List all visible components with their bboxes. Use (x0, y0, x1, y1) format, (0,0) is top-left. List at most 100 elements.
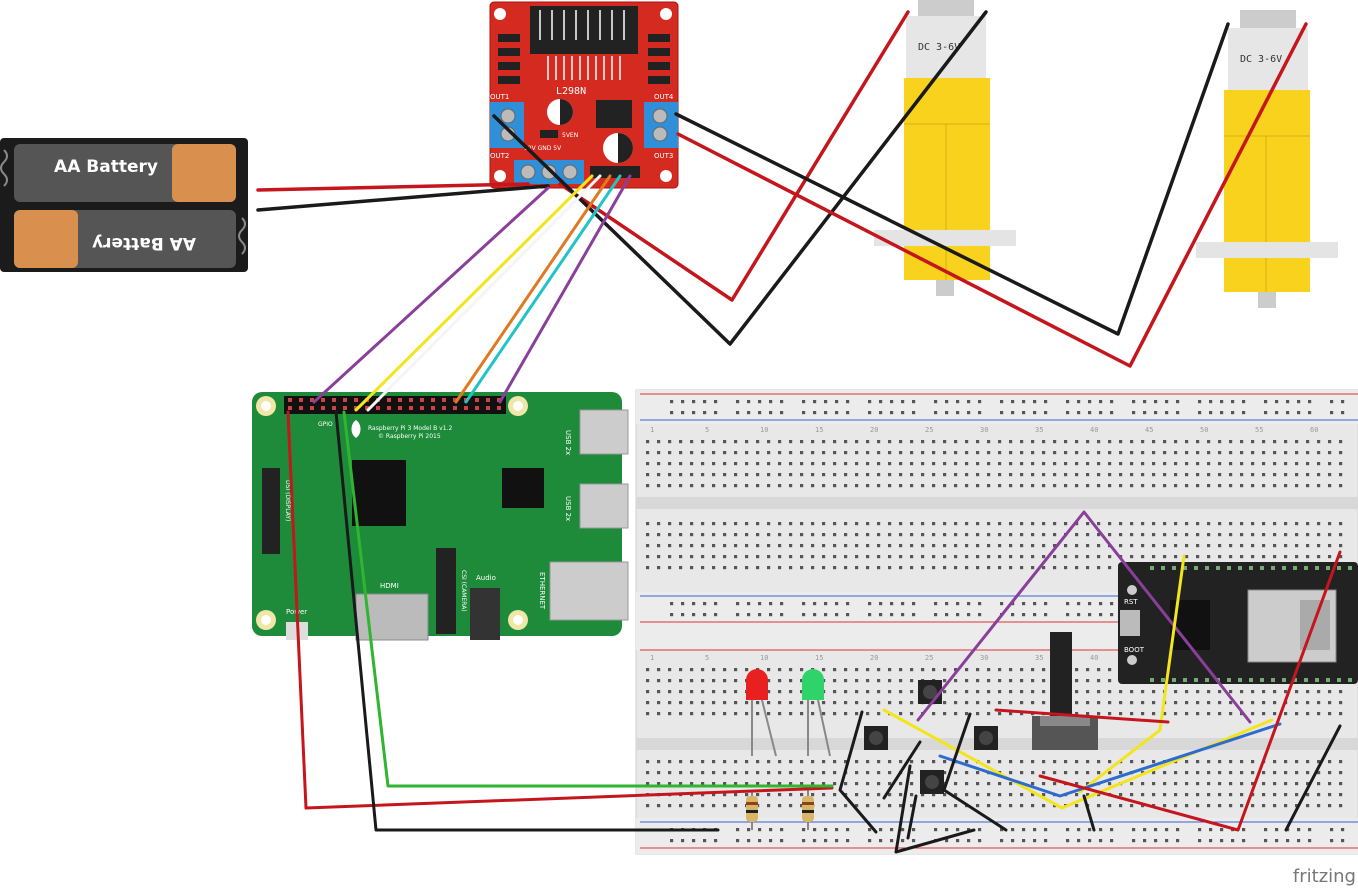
breadboard-hole (778, 473, 782, 477)
breadboard-hole (910, 771, 914, 775)
breadboard-hole (703, 411, 707, 415)
breadboard-hole (998, 462, 1002, 466)
breadboard-hole (745, 451, 749, 455)
breadboard-hole (1110, 839, 1114, 843)
breadboard-hole (811, 555, 815, 559)
breadboard-hole (723, 712, 727, 716)
breadboard-hole (956, 828, 960, 832)
resistor-1 (746, 790, 758, 830)
breadboard-hole (1009, 522, 1013, 526)
breadboard-hole (1011, 400, 1015, 404)
breadboard-hole (756, 760, 760, 764)
breadboard-hole (833, 771, 837, 775)
breadboard-hole (690, 440, 694, 444)
breadboard-hole (690, 668, 694, 672)
breadboard-hole (1306, 771, 1310, 775)
breadboard-hole (1119, 522, 1123, 526)
rst-button (1127, 585, 1137, 595)
breadboard-hole (1339, 555, 1343, 559)
breadboard-hole (657, 668, 661, 672)
breadboard-hole (1097, 451, 1101, 455)
breadboard-hole (1110, 411, 1114, 415)
breadboard-hole (844, 668, 848, 672)
breadboard-hole (723, 566, 727, 570)
boot-button (1127, 655, 1137, 665)
breadboard-hole (1075, 440, 1079, 444)
breadboard-hole (1295, 451, 1299, 455)
breadboard-hole (1033, 839, 1037, 843)
breadboard-hole (712, 544, 716, 548)
breadboard-hole (1020, 701, 1024, 705)
breadboard-hole (822, 462, 826, 466)
breadboard-hole (877, 782, 881, 786)
breadboard-hole (954, 484, 958, 488)
breadboard-hole (1053, 771, 1057, 775)
breadboard-hole (1328, 440, 1332, 444)
breadboard-hole (1218, 473, 1222, 477)
breadboard-hole (758, 400, 762, 404)
breadboard-hole (965, 566, 969, 570)
breadboard-hole (956, 839, 960, 843)
breadboard-hole (866, 771, 870, 775)
breadboard-hole (822, 555, 826, 559)
breadboard-hole (1251, 793, 1255, 797)
breadboard-hole (1009, 555, 1013, 559)
breadboard-hole (868, 613, 872, 617)
breadboard-hole (833, 451, 837, 455)
breadboard-hole (1119, 804, 1123, 808)
breadboard-hole (1022, 411, 1026, 415)
esp32-pin (1150, 566, 1154, 570)
breadboard-hole (855, 690, 859, 694)
breadboard-hole (1284, 473, 1288, 477)
breadboard-hole (1262, 804, 1266, 808)
breadboard-hole (890, 839, 894, 843)
breadboard-hole (756, 701, 760, 705)
breadboard-hole (712, 462, 716, 466)
breadboard-hole (1042, 760, 1046, 764)
breadboard-hole (866, 533, 870, 537)
breadboard-hole (954, 679, 958, 683)
breadboard-hole (932, 440, 936, 444)
breadboard-hole (1042, 555, 1046, 559)
breadboard-hole (1262, 771, 1266, 775)
breadboard-hole (1308, 828, 1312, 832)
breadboard-hole (767, 533, 771, 537)
breadboard-hole (679, 782, 683, 786)
breadboard-hole (910, 760, 914, 764)
breadboard-hole (679, 451, 683, 455)
breadboard-hole (1011, 613, 1015, 617)
breadboard-hole (1207, 690, 1211, 694)
breadboard-hole (888, 462, 892, 466)
breadboard-hole (965, 462, 969, 466)
breadboard-hole (943, 690, 947, 694)
breadboard-hole (943, 533, 947, 537)
breadboard-hole (1273, 793, 1277, 797)
breadboard-column-number: 10 (760, 426, 768, 434)
breadboard-hole (734, 679, 738, 683)
wire-bb-black-2 (882, 740, 922, 800)
breadboard-hole (1240, 804, 1244, 808)
breadboard-hole (945, 400, 949, 404)
breadboard-hole (1341, 411, 1345, 415)
gpio-pin (453, 406, 457, 410)
breadboard-hole (868, 602, 872, 606)
breadboard-hole (1108, 782, 1112, 786)
breadboard-hole (1339, 690, 1343, 694)
breadboard-hole (1262, 484, 1266, 488)
breadboard-hole (1251, 771, 1255, 775)
breadboard-hole (1154, 839, 1158, 843)
breadboard-hole (846, 411, 850, 415)
breadboard-hole (877, 760, 881, 764)
breadboard-hole (956, 602, 960, 606)
gpio-pin (365, 406, 369, 410)
breadboard-hole (890, 400, 894, 404)
breadboard-hole (1176, 839, 1180, 843)
breadboard-hole (932, 804, 936, 808)
breadboard-hole (1330, 400, 1334, 404)
breadboard-hole (1185, 462, 1189, 466)
breadboard-hole (934, 400, 938, 404)
breadboard-hole (1141, 690, 1145, 694)
wire-bb-black-4 (942, 712, 1008, 832)
soc-chip (352, 460, 406, 526)
breadboard-hole (723, 451, 727, 455)
